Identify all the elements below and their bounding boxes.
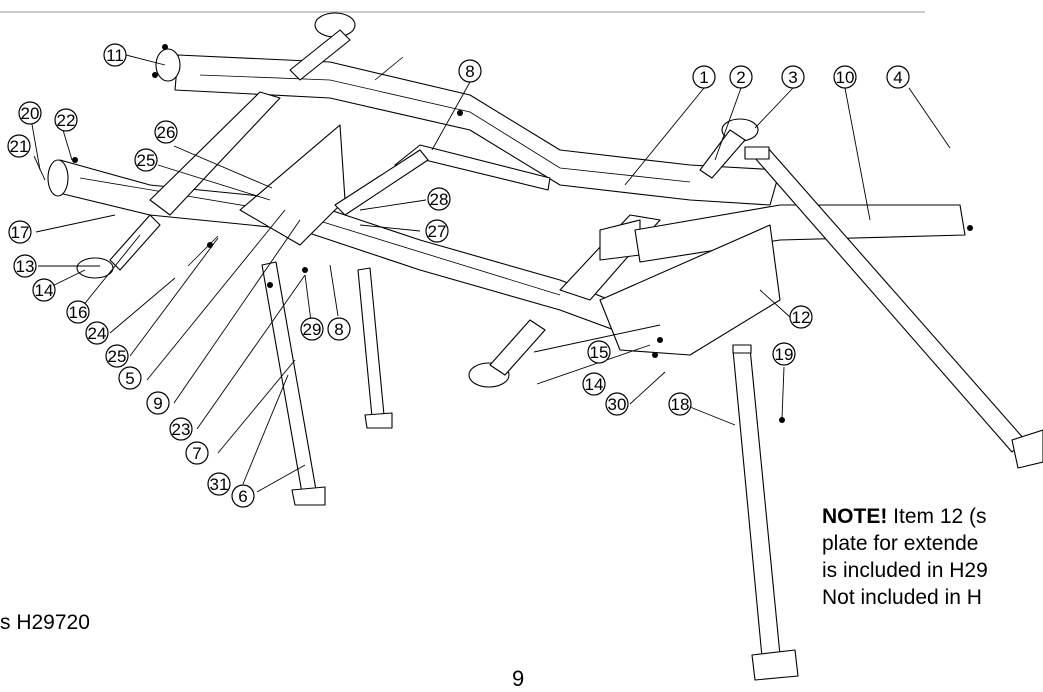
svg-text:11: 11 [106, 46, 124, 65]
svg-text:24: 24 [88, 324, 107, 343]
callout-19: 19 [772, 342, 796, 366]
svg-text:14: 14 [35, 281, 54, 300]
callout-28: 28 [427, 187, 451, 211]
callout-8a: 8 [458, 59, 482, 83]
svg-text:4: 4 [893, 68, 902, 87]
note-text-1: Item 12 (s [893, 505, 987, 528]
right-side-rail [559, 214, 661, 301]
svg-text:25: 25 [108, 347, 127, 366]
leader-lines [29, 54, 951, 493]
rear-crossbar [174, 54, 781, 206]
callout-25b: 25 [105, 344, 129, 368]
callouts: 1 2 3 4 5 6 7 8 8 9 10 11 12 13 14 14 15… [7, 43, 910, 508]
svg-text:16: 16 [69, 303, 88, 322]
callout-11: 11 [103, 43, 127, 67]
front-crossbar [54, 159, 661, 346]
callout-5: 5 [118, 366, 142, 390]
callout-3: 3 [781, 65, 805, 89]
callout-10: 10 [833, 65, 857, 89]
callout-31: 31 [207, 472, 231, 496]
callout-29: 29 [300, 317, 324, 341]
callout-24: 24 [85, 321, 109, 345]
callout-14b: 14 [582, 372, 606, 396]
lift-arm [187, 56, 551, 267]
callout-2: 2 [729, 65, 753, 89]
callout-8b: 8 [327, 317, 351, 341]
callout-23: 23 [169, 417, 193, 441]
callout-25a: 25 [134, 148, 158, 172]
callout-1: 1 [692, 65, 716, 89]
callout-20: 20 [18, 101, 42, 125]
callout-12: 12 [789, 305, 813, 329]
extension-note: NOTE! Item 12 (s plate for extende is in… [822, 503, 1043, 611]
svg-text:13: 13 [16, 257, 35, 276]
note-line-4: Not included in H [822, 586, 982, 609]
note-line-3: is included in H29 [822, 559, 988, 582]
callout-13: 13 [13, 254, 37, 278]
svg-text:10: 10 [836, 68, 855, 87]
callout-26: 26 [154, 120, 178, 144]
svg-text:30: 30 [608, 395, 627, 414]
svg-text:15: 15 [590, 343, 609, 362]
model-number-caption: s H29720 [0, 611, 90, 634]
svg-text:31: 31 [210, 475, 229, 494]
svg-text:18: 18 [671, 395, 690, 414]
svg-text:9: 9 [153, 394, 162, 413]
callout-9: 9 [146, 391, 170, 415]
svg-text:22: 22 [57, 111, 76, 130]
callout-22: 22 [54, 108, 78, 132]
callout-30: 30 [605, 392, 629, 416]
note-line-1: NOTE! Item 12 (s [822, 503, 1043, 530]
callout-18: 18 [668, 392, 692, 416]
svg-text:29: 29 [303, 320, 322, 339]
front-legs [261, 261, 799, 681]
svg-text:20: 20 [21, 104, 40, 123]
extension-leg [744, 146, 1043, 469]
callout-27: 27 [425, 219, 449, 243]
callout-4: 4 [886, 65, 910, 89]
svg-text:7: 7 [192, 444, 201, 463]
svg-text:1: 1 [699, 68, 708, 87]
callout-6: 6 [231, 484, 255, 508]
svg-text:28: 28 [430, 190, 449, 209]
svg-text:27: 27 [428, 222, 447, 241]
svg-text:21: 21 [10, 137, 29, 156]
svg-text:25: 25 [137, 151, 156, 170]
svg-text:26: 26 [157, 123, 176, 142]
svg-text:14: 14 [585, 375, 604, 394]
hardware-dots [72, 44, 973, 423]
svg-text:23: 23 [172, 420, 191, 439]
note-line-2: plate for extende [822, 532, 979, 555]
svg-text:3: 3 [788, 68, 797, 87]
note-heading: NOTE! [822, 505, 888, 528]
callout-17: 17 [8, 220, 32, 244]
svg-text:8: 8 [334, 320, 343, 339]
callout-14a: 14 [32, 278, 56, 302]
callout-15: 15 [587, 340, 611, 364]
svg-text:5: 5 [125, 369, 134, 388]
svg-text:2: 2 [736, 68, 745, 87]
page-number: 9 [512, 666, 525, 691]
svg-text:17: 17 [11, 223, 30, 242]
extension-plate [599, 204, 966, 356]
callout-16: 16 [66, 300, 90, 324]
svg-text:19: 19 [775, 345, 794, 364]
svg-text:8: 8 [465, 62, 474, 81]
callout-7: 7 [185, 441, 209, 465]
svg-text:12: 12 [792, 308, 811, 327]
callout-21: 21 [7, 134, 31, 158]
svg-text:6: 6 [238, 487, 247, 506]
